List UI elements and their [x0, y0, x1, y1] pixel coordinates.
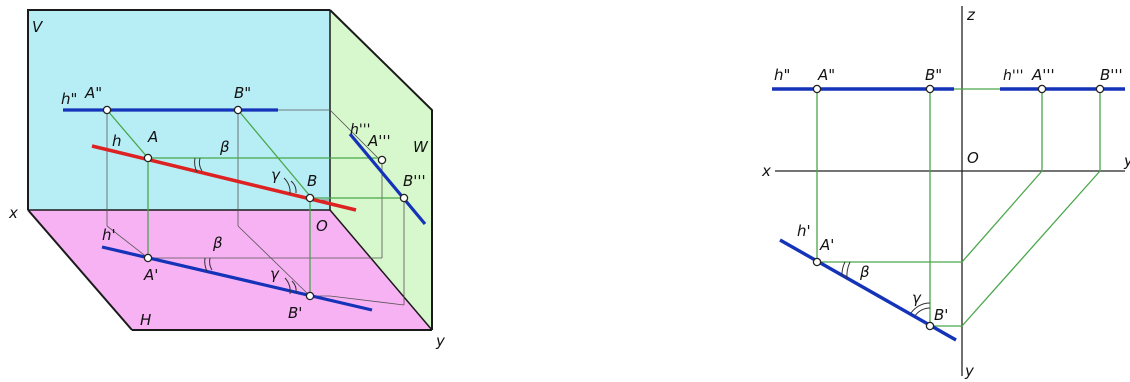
- label-h-side: h''': [350, 122, 370, 138]
- epure-label-h-front: h": [774, 66, 790, 84]
- epure-point-b-side: [1095, 84, 1105, 94]
- epure-label-origin: O: [967, 149, 979, 167]
- epure-label-axis-z: z: [966, 6, 976, 24]
- points-spatial-view: [102, 105, 409, 301]
- epure-point-a-top: [812, 257, 822, 267]
- epure-line-h-top: [779, 238, 957, 342]
- angle-arc-beta-lower: [209, 257, 213, 271]
- label-plane-v: V: [32, 18, 44, 36]
- label-b-side: B''': [403, 172, 426, 190]
- epure-label-angle-beta: β: [859, 263, 870, 281]
- point-a-top: [143, 253, 153, 263]
- epure-label-b-side: B''': [1100, 66, 1123, 84]
- label-angle-gamma-lower: γ: [270, 265, 280, 283]
- epure-point-b-front: [925, 84, 935, 94]
- angle-arc-beta-upper: [198, 157, 203, 172]
- label-b-space: B: [307, 172, 317, 190]
- epure-angle-arc-gamma: [914, 307, 931, 317]
- label-a-top: A': [143, 266, 158, 284]
- epure-label-h-side: h''': [1003, 68, 1023, 84]
- point-a-front: [102, 105, 112, 115]
- angle-arc-gamma-upper: [290, 180, 297, 194]
- label-angle-gamma-upper: γ: [271, 166, 281, 184]
- epure-point-a-front: [812, 84, 822, 94]
- epure-label-axis-x: x: [761, 162, 771, 180]
- label-origin: O: [316, 217, 328, 235]
- epure-projector-lines: [816, 88, 1101, 327]
- epure-label-axis-y-right: y: [1123, 152, 1130, 170]
- epure-axes: [775, 6, 1125, 376]
- label-axis-x: x: [8, 204, 18, 222]
- points-epure: [812, 84, 1105, 331]
- construction-lines: [106, 109, 405, 306]
- label-a-space: A: [147, 128, 158, 146]
- epure-label-h-top: h': [797, 222, 811, 240]
- line-h-profile-projection: [348, 132, 427, 226]
- label-b-front: B": [234, 84, 251, 102]
- orthographic-epure: z x O y y h" A" B" h''' A''' B''' h' A' …: [761, 6, 1130, 380]
- epure-label-angle-gamma: γ: [912, 289, 922, 307]
- point-a-side: [377, 155, 387, 165]
- label-axis-y: y: [435, 332, 446, 350]
- epure-point-a-side: [1037, 84, 1047, 94]
- spatial-view: V W H x y O h" A" B" h A B h''' A''' B''…: [8, 9, 446, 350]
- label-a-front: A": [84, 84, 102, 102]
- point-b-front: [233, 105, 243, 115]
- epure-label-b-front: B": [925, 66, 942, 84]
- label-plane-w: W: [413, 138, 429, 156]
- point-b-space: [305, 193, 315, 203]
- angle-arc-gamma-lower: [291, 280, 297, 294]
- label-angle-beta-lower: β: [212, 234, 223, 252]
- epure-label-axis-y: y: [964, 362, 975, 380]
- label-plane-h: H: [140, 311, 151, 329]
- epure-label-a-front: A": [817, 66, 835, 84]
- projector-lines: [106, 109, 404, 296]
- point-b-top: [305, 291, 315, 301]
- label-a-side: A''': [367, 132, 391, 150]
- epure-point-b-top: [925, 321, 935, 331]
- label-h-space: h: [112, 132, 122, 150]
- point-b-side: [399, 193, 409, 203]
- point-a-space: [143, 153, 153, 163]
- epure-label-a-top: A': [819, 236, 834, 254]
- epure-label-b-top: B': [934, 306, 948, 324]
- label-h-front: h": [61, 90, 77, 108]
- label-angle-beta-upper: β: [219, 138, 230, 156]
- label-h-top: h': [102, 226, 116, 244]
- label-b-top: B': [288, 304, 302, 322]
- epure-label-a-side: A''': [1031, 66, 1055, 84]
- epure-angle-arc-beta: [841, 261, 846, 277]
